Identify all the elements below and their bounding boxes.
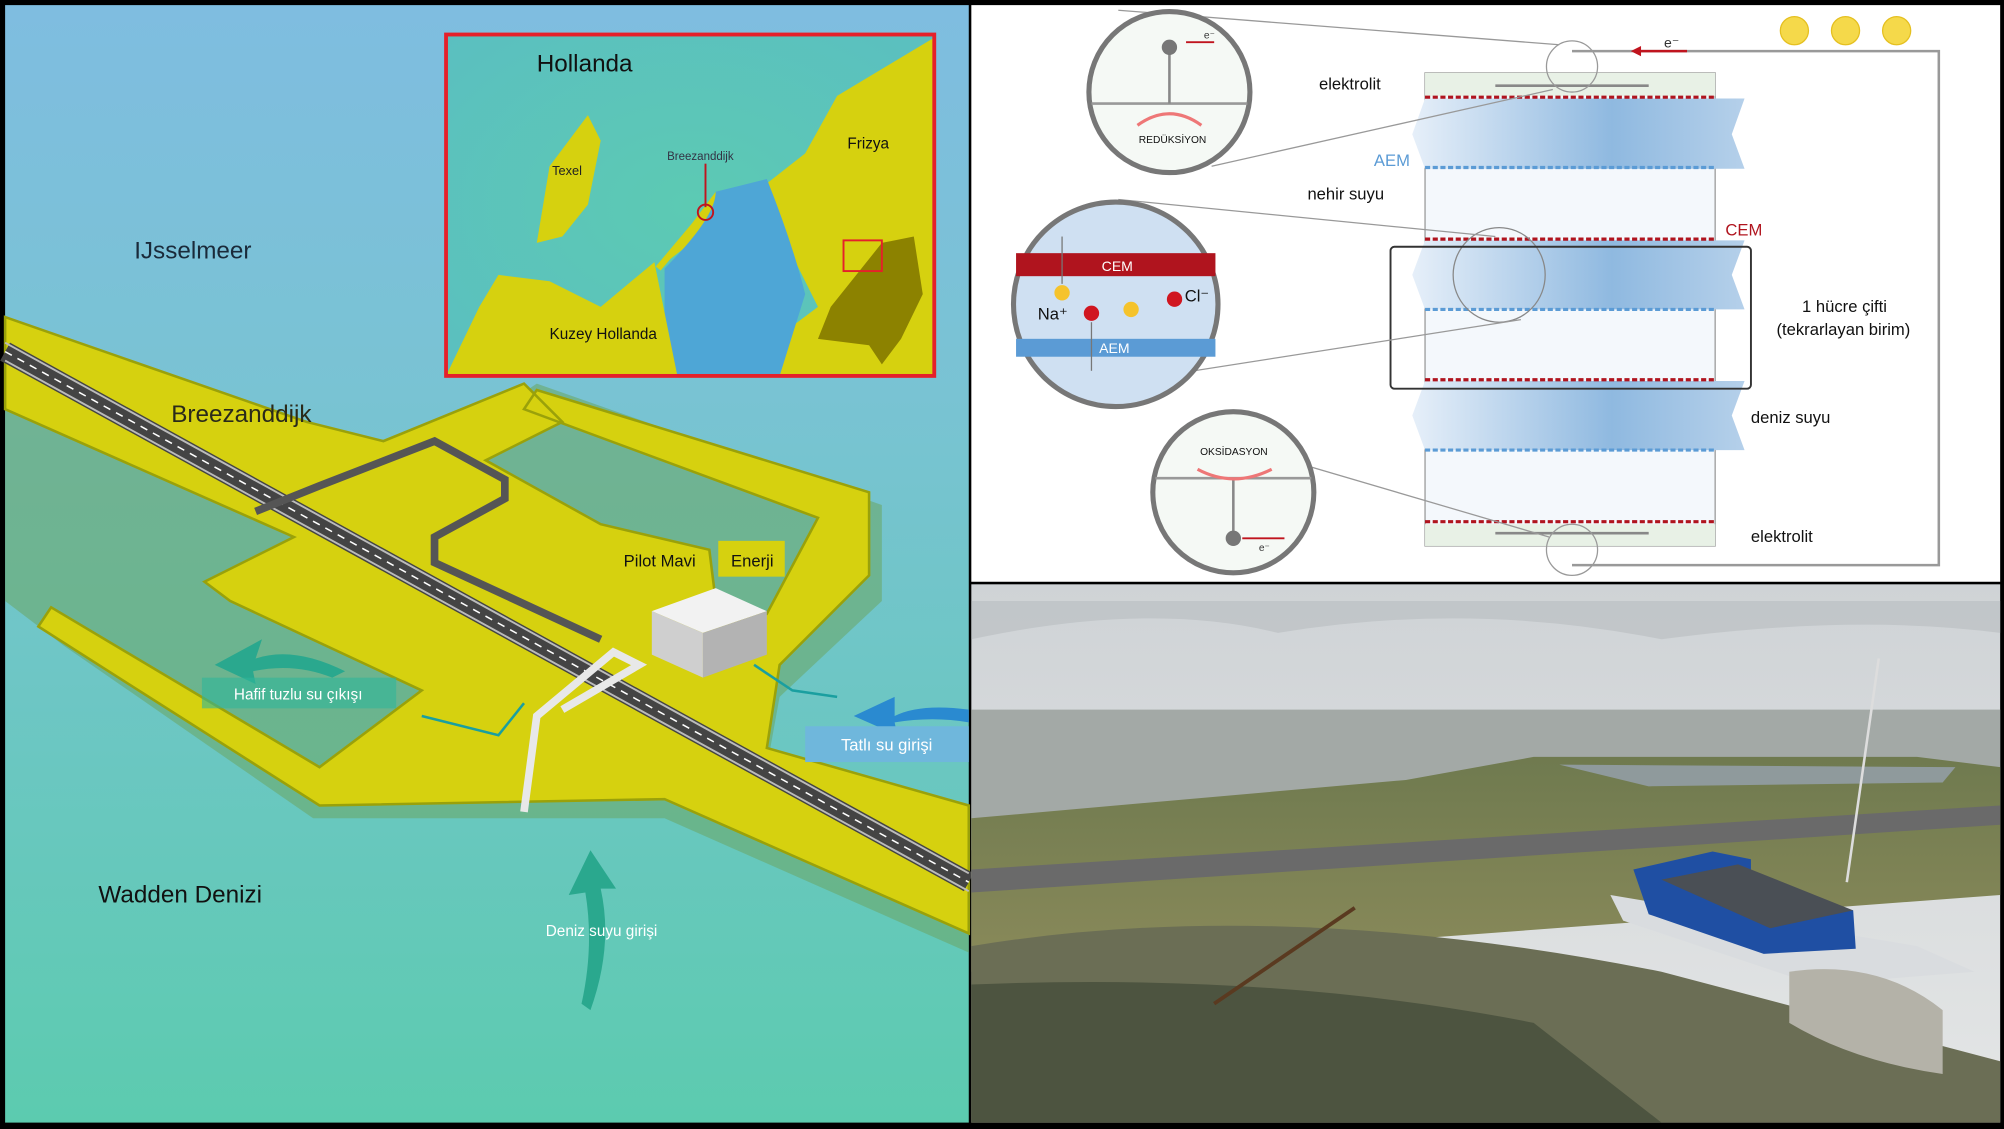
oxidation-zoom-circle: e⁻ OKSİDASYON	[1150, 409, 1317, 576]
brackish-outflow-arrow	[214, 639, 346, 685]
aerial-photo	[971, 584, 2001, 1123]
membrane-zoom-circle: CEM AEM Na⁺ Cl⁻	[1010, 199, 1221, 410]
chloride-label: Cl⁻	[1185, 287, 1209, 306]
brackish-outflow-label: Hafif tuzlu su çıkışı	[234, 686, 363, 703]
electron-label: e⁻	[1259, 543, 1270, 554]
electrolyte-top-label: elektrolit	[1319, 74, 1381, 93]
repeating-unit-label: (tekrarlayan birim)	[1777, 320, 1911, 339]
pilot-plant-map: IJsselmeer Breezanddijk Wadden Denizi Pi…	[0, 5, 974, 1123]
kuzey-hollanda-label: Kuzey Hollanda	[550, 326, 658, 343]
reduction-label: REDÜKSİYON	[1139, 133, 1207, 146]
seawater-inflow-label: Deniz suyu girişi	[546, 923, 658, 940]
freshwater-inflow-arrow	[853, 696, 969, 736]
electrolyte-bottom-label: elektrolit	[1751, 527, 1813, 546]
inset-title: Hollanda	[537, 51, 633, 78]
pilot-plant-photo-building	[1633, 851, 1856, 954]
oxidation-label: OKSİDASYON	[1200, 445, 1268, 458]
freshwater-inflow-label: Tatlı su girişi	[841, 736, 932, 755]
reduction-zoom-circle: e⁻ REDÜKSİYON	[1086, 8, 1253, 176]
light-bulb-icons	[1779, 15, 1912, 46]
membrane-bands	[1412, 98, 1745, 451]
zoom-cem-label: CEM	[1102, 258, 1133, 274]
ijsselmeer-label: IJsselmeer	[134, 237, 251, 264]
cell-pair-label: 1 hücre çifti	[1802, 297, 1887, 316]
frizya-label: Frizya	[847, 135, 889, 152]
texel-label: Texel	[552, 163, 582, 178]
cem-label: CEM	[1725, 220, 1762, 239]
inset-breezanddijk-label: Breezanddijk	[667, 151, 734, 163]
netherlands-inset-map: Hollanda Texel Breezanddijk Frizya Kuzey…	[444, 32, 937, 378]
zoom-aem-label: AEM	[1099, 340, 1129, 356]
energy-label: Enerji	[731, 551, 773, 570]
wadden-sea-label: Wadden Denizi	[98, 882, 262, 909]
membrane-lines	[1425, 95, 1716, 524]
aem-label: AEM	[1374, 151, 1410, 170]
pilot-plant-building	[651, 588, 767, 678]
river-water-label: nehir suyu	[1307, 184, 1384, 203]
electron-label: e⁻	[1204, 30, 1215, 41]
electron-label: e⁻	[1664, 34, 1679, 50]
breezanddijk-label: Breezanddijk	[171, 401, 312, 428]
red-stack-diagram: e⁻	[971, 5, 2001, 582]
seawater-label: deniz suyu	[1751, 408, 1830, 427]
seawater-inflow-arrow	[568, 850, 617, 1011]
sodium-label: Na⁺	[1038, 305, 1068, 324]
pilot-label: Pilot Mavi	[624, 551, 696, 570]
